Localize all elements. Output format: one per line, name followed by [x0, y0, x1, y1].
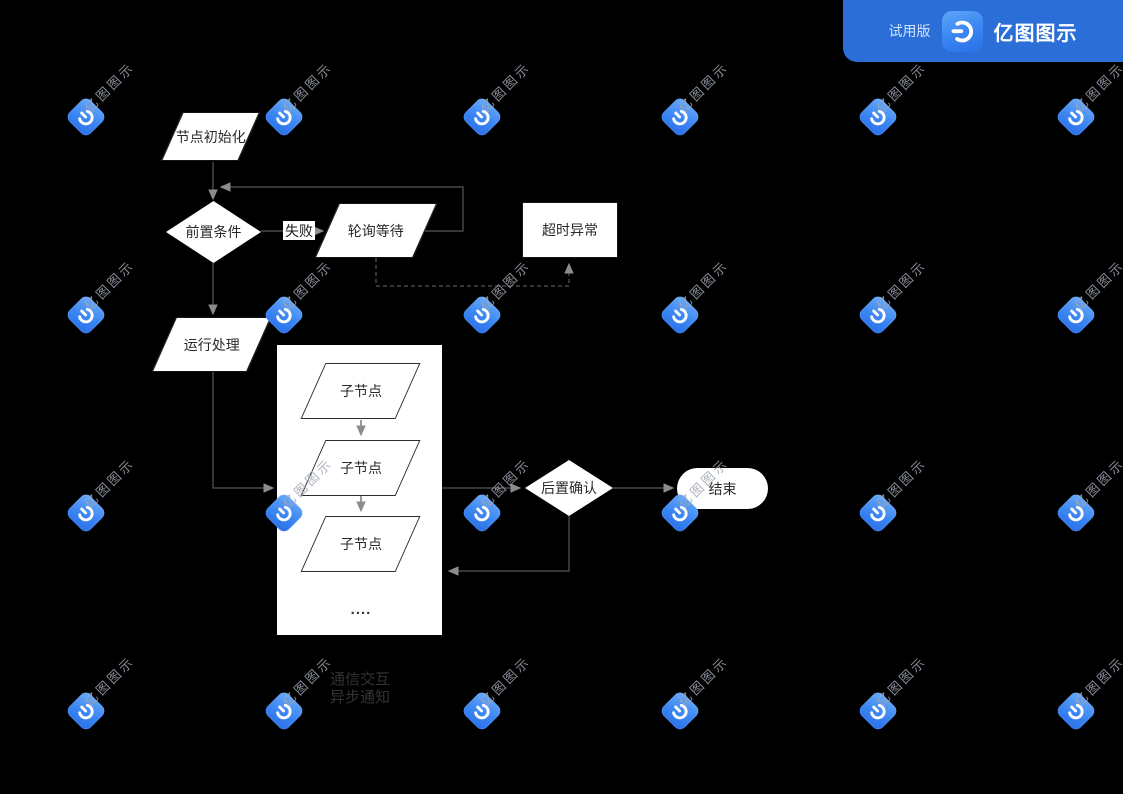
- connector-line: [212, 372, 275, 493]
- edraw-logo-icon: [1054, 689, 1098, 733]
- watermark: 亿图图示: [64, 59, 138, 139]
- node-child-2-label: 子节点: [339, 460, 382, 476]
- edraw-logo-icon: [64, 95, 108, 139]
- node-postconfirm[interactable]: 后置确认: [525, 460, 613, 516]
- watermark-text: 亿图图示: [477, 59, 534, 116]
- watermark-text: 亿图图示: [1071, 257, 1123, 314]
- watermark: 亿图图示: [262, 59, 336, 139]
- edge-label-fail[interactable]: 失败: [283, 221, 315, 240]
- edraw-logo-icon: [262, 293, 306, 337]
- edraw-logo-icon: [64, 491, 108, 535]
- watermark-text: 亿图图示: [1071, 455, 1123, 512]
- edraw-logo-icon: [460, 293, 504, 337]
- legend-async: 异步通知: [330, 689, 391, 706]
- watermark-text: 亿图图示: [477, 455, 534, 512]
- node-timeout-label: 超时异常: [542, 222, 598, 238]
- watermark: 亿图图示: [856, 59, 930, 139]
- watermark-text: 亿图图示: [1071, 59, 1123, 116]
- node-timeout[interactable]: 超时异常: [522, 202, 618, 258]
- edraw-logo-icon: [262, 689, 306, 733]
- edraw-logo-icon: [658, 293, 702, 337]
- edraw-logo-icon: [460, 491, 504, 535]
- edge-label-fail-text: 失败: [285, 222, 313, 239]
- watermark: 亿图图示: [1054, 653, 1123, 733]
- watermark: 亿图图示: [460, 59, 534, 139]
- edraw-logo-icon: [856, 491, 900, 535]
- watermark-text: 亿图图示: [873, 59, 930, 116]
- watermark: 亿图图示: [658, 59, 732, 139]
- watermark: 亿图图示: [856, 257, 930, 337]
- watermark: 亿图图示: [460, 257, 534, 337]
- watermark: 亿图图示: [460, 653, 534, 733]
- node-end[interactable]: 结束: [677, 468, 768, 509]
- node-child-3-label: 子节点: [339, 536, 382, 552]
- node-precondition-label: 前置条件: [185, 224, 242, 240]
- edraw-logo-icon: [658, 95, 702, 139]
- edraw-logo-icon: [1054, 491, 1098, 535]
- edraw-logo-icon: [64, 293, 108, 337]
- watermark: 亿图图示: [262, 653, 336, 733]
- brand-name: 亿图图示: [993, 22, 1078, 45]
- connector-line: [375, 258, 574, 287]
- watermark-text: 亿图图示: [81, 455, 138, 512]
- watermark: 亿图图示: [856, 455, 930, 535]
- watermark: 亿图图示: [262, 257, 336, 337]
- node-precondition[interactable]: 前置条件: [166, 201, 261, 263]
- edraw-logo-icon: [262, 95, 306, 139]
- watermark: 亿图图示: [1054, 455, 1123, 535]
- watermark-text: 亿图图示: [477, 257, 534, 314]
- watermark: 亿图图示: [658, 653, 732, 733]
- edraw-logo-icon: [64, 689, 108, 733]
- edraw-logo-icon: [856, 95, 900, 139]
- trial-banner[interactable]: 试用版 亿图图示: [843, 0, 1123, 62]
- node-postconfirm-label: 后置确认: [541, 480, 597, 496]
- node-polling[interactable]: 轮询等待: [314, 203, 438, 258]
- watermark-text: 亿图图示: [873, 455, 930, 512]
- edraw-logo-icon: [856, 293, 900, 337]
- watermark-text: 亿图图示: [675, 257, 732, 314]
- watermark: 亿图图示: [658, 257, 732, 337]
- watermark: 亿图图示: [856, 653, 930, 733]
- node-init[interactable]: 节点初始化: [161, 112, 260, 161]
- trial-version-label: 试用版: [888, 23, 931, 39]
- watermark-text: 亿图图示: [873, 653, 930, 710]
- watermark-text: 亿图图示: [279, 257, 336, 314]
- edraw-logo-icon: [1054, 95, 1098, 139]
- watermark: 亿图图示: [1054, 257, 1123, 337]
- edraw-logo-icon: [1054, 293, 1098, 337]
- watermark: 亿图图示: [64, 455, 138, 535]
- node-run[interactable]: 运行处理: [151, 317, 272, 372]
- watermark: 亿图图示: [460, 455, 534, 535]
- watermark-text: 亿图图示: [279, 59, 336, 116]
- watermark: 亿图图示: [64, 653, 138, 733]
- watermark-text: 亿图图示: [675, 59, 732, 116]
- watermark: 亿图图示: [1054, 59, 1123, 139]
- children-ellipsis: ....: [350, 601, 372, 618]
- watermark: 亿图图示: [64, 257, 138, 337]
- watermark-text: 亿图图示: [675, 653, 732, 710]
- watermark-text: 亿图图示: [81, 653, 138, 710]
- node-run-label: 运行处理: [183, 336, 240, 353]
- watermark-text: 亿图图示: [81, 257, 138, 314]
- edraw-logo-icon: [856, 689, 900, 733]
- edraw-logo-icon: [460, 689, 504, 733]
- legend-communication: 通信交互: [330, 671, 391, 688]
- edraw-logo-icon: [658, 689, 702, 733]
- node-init-label: 节点初始化: [175, 128, 246, 145]
- edraw-logo-icon: [460, 95, 504, 139]
- node-polling-label: 轮询等待: [348, 222, 404, 239]
- edraw-logo-icon: [941, 10, 983, 52]
- watermark-text: 亿图图示: [1071, 653, 1123, 710]
- watermark-text: 亿图图示: [477, 653, 534, 710]
- watermark-text: 亿图图示: [279, 653, 336, 710]
- connector-line: [447, 516, 570, 576]
- node-end-label: 结束: [708, 480, 737, 497]
- watermark-text: 亿图图示: [873, 257, 930, 314]
- node-child-1-label: 子节点: [339, 383, 382, 399]
- watermark-text: 亿图图示: [81, 59, 138, 116]
